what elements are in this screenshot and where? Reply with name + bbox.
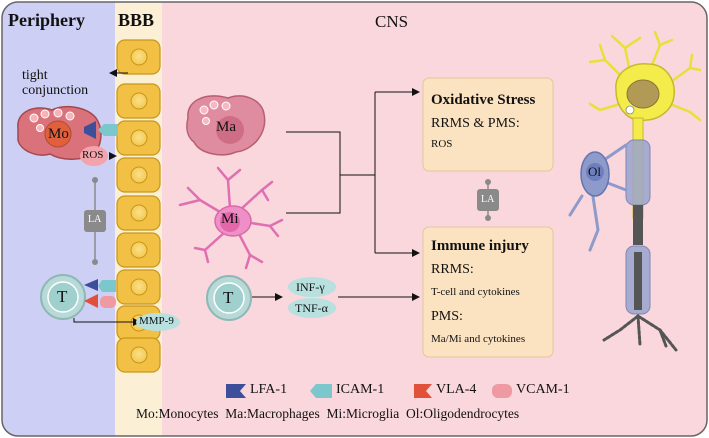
mo-label: Mo bbox=[48, 126, 69, 142]
bbb-cell-nucleus bbox=[130, 48, 148, 66]
ma-label: Ma bbox=[216, 119, 236, 135]
oxidative-title: Oxidative Stress bbox=[431, 92, 536, 108]
oxidative-stress-box bbox=[422, 77, 554, 172]
neuron-nucleus bbox=[626, 79, 660, 109]
la-center-label: LA bbox=[481, 194, 495, 205]
immune-line3: PMS: bbox=[431, 309, 463, 324]
immune-injury-box bbox=[422, 226, 554, 358]
bbb-cell-nucleus bbox=[130, 346, 148, 364]
immune-line4: Ma/Mi and cytokines bbox=[431, 333, 526, 345]
mo-icam1-ligand bbox=[98, 124, 118, 136]
bbb-cell-stack bbox=[116, 39, 161, 373]
bbb-cell-nucleus bbox=[130, 92, 148, 110]
mmp9-label: MMP-9 bbox=[139, 315, 174, 327]
inf-gamma-label: INF-γ bbox=[296, 280, 325, 294]
microglia-processes bbox=[178, 166, 284, 270]
mo-lfa1-receptor bbox=[84, 121, 96, 139]
t-left-label: T bbox=[57, 287, 68, 306]
axon-terminals bbox=[602, 314, 678, 352]
legend-vcam1-label: VCAM-1 bbox=[516, 382, 570, 397]
la-box-left bbox=[84, 210, 106, 232]
legend-vla4-label: VLA-4 bbox=[436, 382, 477, 397]
macrophage-nucleus bbox=[216, 116, 244, 144]
t-vla4-receptor bbox=[84, 294, 98, 308]
oxidative-line1: RRMS & PMS: bbox=[431, 116, 520, 131]
tnf-alpha-label: TNF-α bbox=[295, 301, 328, 315]
ros-cell-label: ROS bbox=[82, 149, 104, 161]
monocyte-nucleus bbox=[44, 120, 72, 148]
legend-lfa1-icon bbox=[226, 384, 246, 398]
ros-blob bbox=[80, 146, 108, 166]
bbb-cell-nucleus bbox=[130, 129, 148, 147]
periphery-label: Periphery bbox=[8, 10, 85, 30]
mi-label: Mi bbox=[221, 211, 239, 227]
legend-lfa1-label: LFA-1 bbox=[250, 382, 288, 397]
bbb-cell-nucleus bbox=[130, 278, 148, 296]
neuron-dendrites bbox=[588, 30, 702, 122]
immune-line2: T-cell and cytokines bbox=[431, 286, 520, 298]
tnf-alpha-blob bbox=[288, 298, 336, 318]
legend-icam1-label: ICAM-1 bbox=[336, 382, 385, 397]
bbb-label: BBB bbox=[118, 10, 155, 30]
la-left-label: LA bbox=[88, 214, 102, 225]
t-cns-label: T bbox=[223, 288, 234, 307]
tight-junction-label: tight conjunction bbox=[22, 68, 89, 98]
mmp9-blob bbox=[136, 313, 180, 331]
legend-abbreviations: Mo:Monocytes Ma:Macrophages Mi:Microglia… bbox=[136, 406, 520, 421]
mmp9-arrow bbox=[73, 318, 141, 326]
legend-vla4-icon bbox=[414, 384, 432, 398]
la-box-center bbox=[477, 189, 499, 211]
ma-mi-bracket bbox=[286, 92, 376, 253]
cns-region bbox=[162, 2, 707, 436]
immune-title: Immune injury bbox=[431, 238, 529, 254]
monocyte-granules bbox=[29, 108, 75, 132]
t-lfa1-receptor bbox=[84, 279, 98, 291]
immune-line1: RRMS: bbox=[431, 262, 474, 277]
ol-label: Ol bbox=[588, 164, 601, 179]
inf-gamma-blob bbox=[288, 277, 336, 297]
bbb-cell-nucleus bbox=[130, 166, 148, 184]
bbb-icam1-ligand bbox=[98, 280, 116, 292]
myelin-sheath-1 bbox=[625, 139, 651, 206]
oxidative-line2: ROS bbox=[431, 138, 453, 150]
legend-vcam1-icon bbox=[492, 384, 512, 398]
bbb-cell-nucleus bbox=[130, 241, 148, 259]
bbb-vcam1-ligand bbox=[100, 296, 116, 308]
legend-icam1-icon bbox=[310, 384, 332, 398]
bbb-cell-nucleus bbox=[130, 204, 148, 222]
cns-label: CNS bbox=[375, 12, 409, 31]
